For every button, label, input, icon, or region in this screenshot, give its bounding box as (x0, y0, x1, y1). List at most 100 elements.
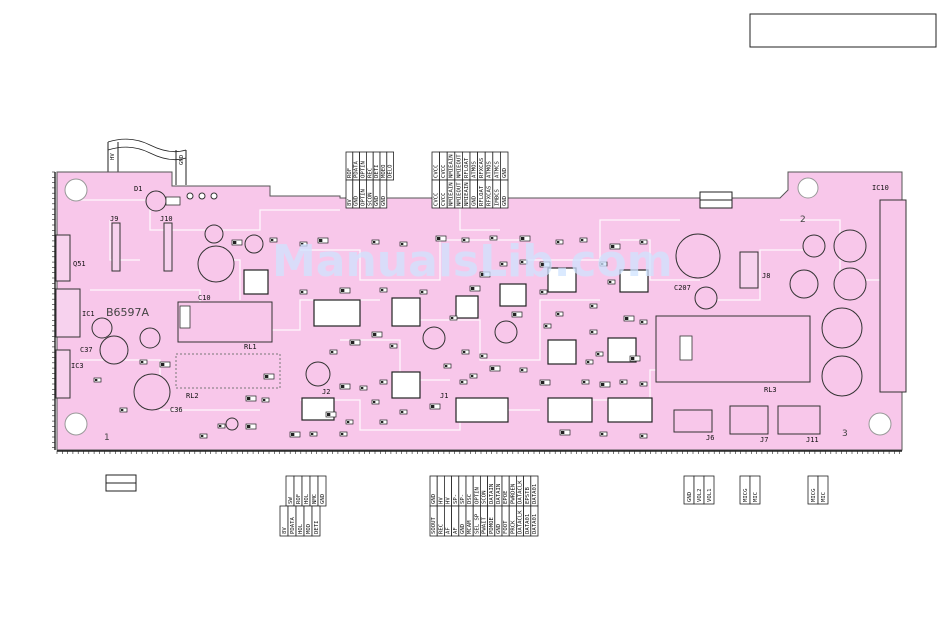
pin-label: PWAIT (482, 517, 488, 534)
pin-label: DATACLK (518, 510, 524, 534)
c36-label: C36 (170, 406, 183, 414)
capacitors-misc (91, 224, 867, 431)
pin-label: DATAIN (489, 484, 495, 504)
pin-label: SCON (482, 491, 488, 504)
pin-label: SP- (460, 494, 466, 504)
pin-label: 8V (282, 527, 288, 534)
ic10-label: IC10 (872, 184, 889, 192)
pin-label: SEL SP (474, 513, 480, 534)
pin-label: PDATA (290, 517, 296, 534)
pin-label: DATACLK (518, 480, 524, 504)
board-code-label: B6597A (106, 306, 150, 319)
pin-label: MCAM (467, 520, 473, 534)
mounting-holes (64, 177, 892, 436)
j11-label: J11 (806, 436, 819, 444)
rl1-label: RL1 (244, 343, 257, 351)
relay-rl2 (175, 353, 281, 389)
pin-label: GND (460, 523, 466, 534)
j9-label: J9 (110, 215, 118, 223)
pin-label: ROF (347, 167, 353, 178)
pin-label: EPSTB (525, 487, 531, 504)
pin-3-label: 3 (842, 429, 848, 439)
pad-row-top (186, 192, 218, 200)
relay-rl1-coil (179, 305, 191, 329)
watermark: ManualsLib.com (272, 236, 673, 287)
connector-j10 (163, 222, 173, 272)
pin-label: DSC (467, 494, 473, 504)
pin-label: GND (687, 491, 693, 502)
capacitor-c37 (99, 335, 129, 365)
pin-label: PDATA (354, 161, 360, 178)
ic3-label: IC3 (71, 362, 84, 370)
relay-rl1 (177, 301, 273, 343)
pin-label: ATMOS (487, 161, 493, 178)
connector-j6 (673, 409, 713, 433)
pin-label: DATA01 (525, 514, 531, 534)
d1-label: D1 (134, 185, 142, 193)
pin-label: GND (374, 195, 380, 206)
rl2-label: RL2 (186, 392, 199, 400)
pin-label: CVCC (441, 193, 447, 206)
pin-label: CVCC (441, 165, 447, 178)
pin-label: MOEO (381, 164, 387, 178)
connector-j11 (777, 405, 821, 435)
pin-label: 8V (347, 199, 353, 206)
ic3 (55, 349, 71, 399)
pin-label: MIC (753, 492, 759, 502)
pin-label: OPTIN (360, 189, 366, 206)
pin-label: REC (367, 168, 373, 178)
diode-d1 (145, 190, 181, 212)
pin-label: GND (502, 167, 508, 178)
pin-label: NMIEOUT (456, 154, 462, 178)
rl3-label: RL3 (764, 386, 777, 394)
ic1-label: IC1 (82, 310, 95, 318)
j6-label: J6 (706, 434, 714, 442)
pin-label: REC (438, 524, 444, 534)
pin-label: HOL (298, 523, 304, 534)
pin-label: DETI (374, 165, 380, 178)
ic10-header (879, 199, 907, 393)
j1-label: J1 (440, 392, 448, 400)
pin-label: DETI (314, 521, 320, 534)
q51-label: Q51 (73, 260, 86, 268)
pin-label: SP- (453, 494, 459, 504)
pin-label: HV (438, 497, 444, 504)
pin-label: MOD (306, 523, 312, 534)
c37-label: C37 (80, 346, 93, 354)
pin-label: DELO (388, 164, 394, 178)
connector-j7 (729, 405, 769, 435)
pin-label: RFLOAT (464, 157, 470, 178)
pin-label: GND (354, 195, 360, 206)
pin-2-label: 2 (800, 215, 806, 225)
pin-label: HOL (304, 493, 310, 504)
pin-label: GND (502, 195, 508, 206)
pin-label: NMIEAIN (449, 182, 455, 206)
pin-label: RFLOAT (479, 185, 485, 206)
ic-chips (243, 267, 653, 423)
pin-label: NMIEAIN (464, 182, 470, 206)
ruler-bottom (56, 450, 902, 454)
pin-label: DATA01 (532, 514, 538, 534)
pin-label: AF (453, 527, 459, 534)
pin-label: RFXCAS (487, 186, 493, 206)
pin-label: NMIEOUT (456, 182, 462, 206)
smd-components (93, 235, 648, 439)
pin-label: OPTIN (474, 487, 480, 504)
pin-label: GND (320, 493, 326, 504)
j2-label: J2 (322, 388, 330, 396)
pin-label: SOOUT (431, 517, 437, 534)
pin-label: GND (496, 523, 502, 534)
pin-label: VOL1 (707, 489, 713, 502)
pin-label: PDMOE (489, 517, 495, 534)
pin-label: NMIEAIN (449, 154, 455, 178)
